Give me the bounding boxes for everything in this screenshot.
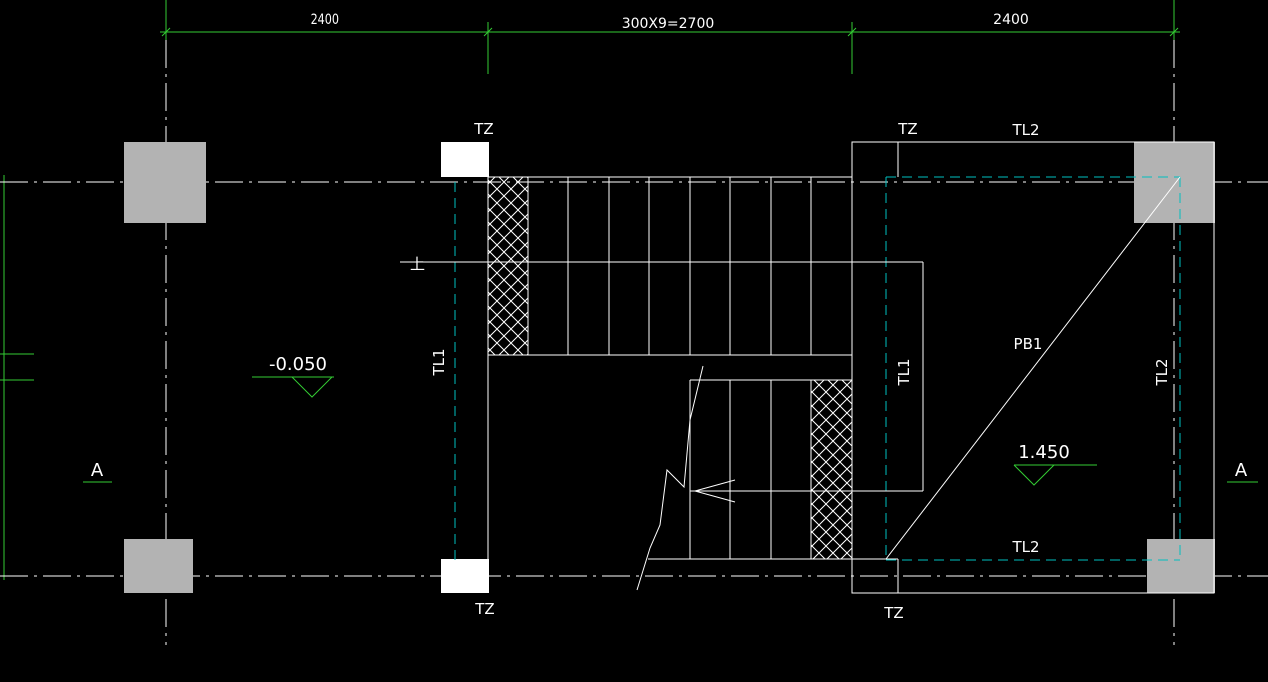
dimension-lines <box>0 0 1180 580</box>
upper-flight-steps <box>527 177 853 355</box>
column-bottom-left <box>124 539 193 593</box>
label-tl2-right: TL2 <box>1153 358 1171 386</box>
section-right-text: A <box>1235 460 1248 481</box>
label-tl1-left: TL1 <box>430 348 448 376</box>
label-pb1: PB1 <box>1014 335 1043 353</box>
label-tl2-bottom: TL2 <box>1011 538 1039 556</box>
label-tz-top-left: TZ <box>473 120 493 138</box>
dimension-right-text: 2400 <box>993 12 1029 28</box>
hatch-upper-flight <box>487 176 529 356</box>
label-tl1-right: TL1 <box>895 358 913 386</box>
elevation-left-text: -0.050 <box>269 354 327 375</box>
elevation-right-text: 1.450 <box>1018 442 1070 463</box>
dimension-middle-text: 300X9=2700 <box>622 16 715 32</box>
column-top-left <box>124 142 206 223</box>
elevation-mark-right <box>1013 464 1097 486</box>
label-tl2-top: TL2 <box>1011 121 1039 139</box>
stair-column-bottom-left <box>441 559 489 593</box>
label-tz-bottom-right: TZ <box>883 604 903 622</box>
hidden-beam-lines <box>454 176 1181 561</box>
dimension-left-text: 2400 <box>311 11 339 28</box>
label-tz-top-right: TZ <box>897 120 917 138</box>
section-left-text: A <box>91 460 104 481</box>
axis-lines <box>0 40 1268 645</box>
column-bottom-right <box>1147 539 1215 593</box>
elevation-mark-left <box>252 376 334 398</box>
hatch-lower-flight <box>810 379 853 560</box>
column-top-right <box>1134 142 1215 223</box>
label-up-mark: 上 <box>410 255 425 273</box>
label-tz-bottom-left: TZ <box>474 600 494 618</box>
stair-column-top-left <box>441 142 489 177</box>
